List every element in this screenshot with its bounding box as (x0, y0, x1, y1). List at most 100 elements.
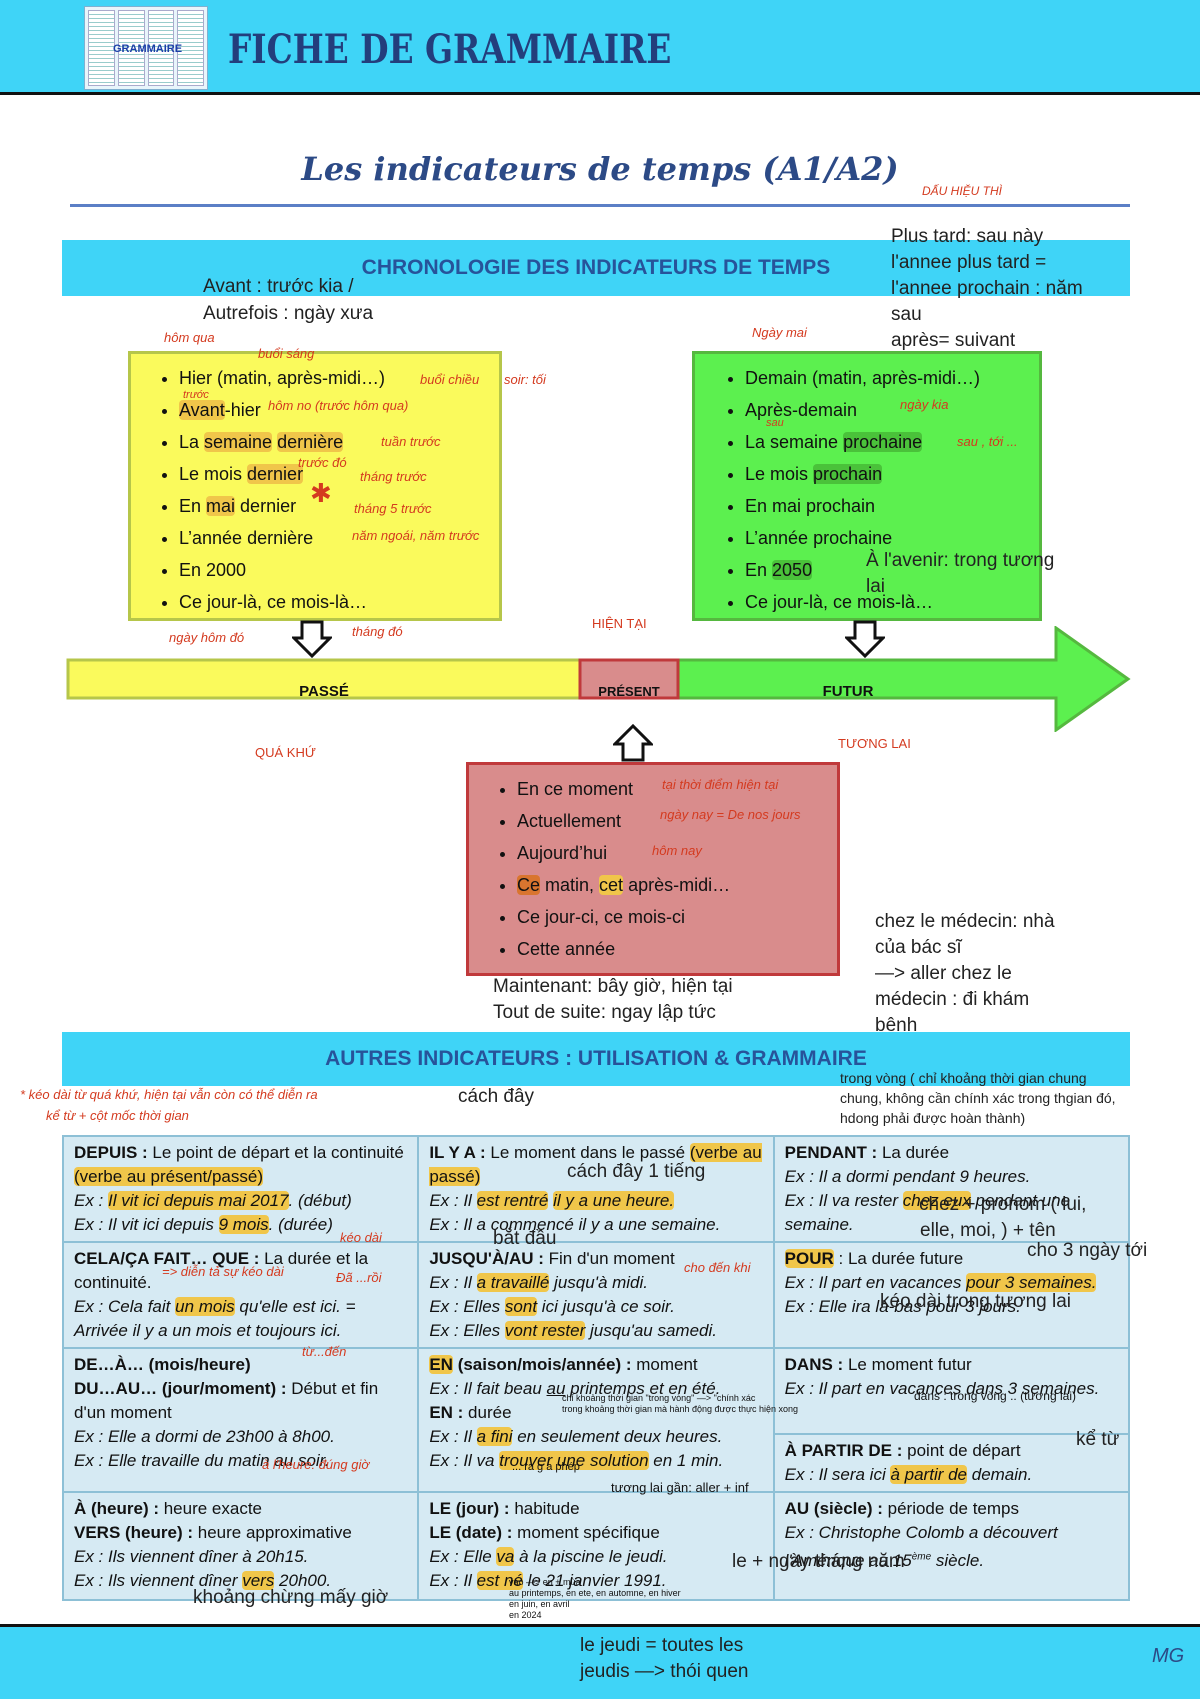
title-note: DẤU HIỆU THÌ (922, 184, 1003, 198)
note-plustard-4: après= suivant (891, 330, 1016, 351)
note-hientai: HIỆN TẠI (592, 616, 647, 631)
timeline-arrow (66, 626, 1131, 732)
past-item: Hier (matin, après-midi…) (179, 362, 499, 394)
note-keodaitu: * kéo dài từ quá khứ, hiện tại vẫn còn c… (20, 1087, 318, 1102)
note-plustard-1: l'annee plus tard = (891, 252, 1047, 273)
note-tuonglai: TƯƠNG LAI (838, 736, 911, 751)
note-medecin-0: chez le médecin: nhà (875, 911, 1055, 932)
past-box: Hier (matin, après-midi…) Avant-hier La … (128, 351, 502, 621)
note-medecin-3: médecin : đi khám (875, 989, 1030, 1010)
future-item: En 2050 (745, 554, 1039, 586)
note-plustard-3: sau (891, 304, 922, 325)
note-keodai-tl: kéo dài trong tương lai (880, 1291, 1072, 1312)
note-namngoai: năm ngoái, năm trước (352, 528, 480, 543)
note-medecin-1: của bác sĩ (875, 937, 962, 958)
note-ketu: kể từ (1076, 1429, 1120, 1450)
footer-bar: le jeudi = toutes les jeudis —> thói que… (0, 1624, 1200, 1699)
present-item: Ce jour-ci, ce mois-ci (517, 901, 837, 933)
note-maintenant: Maintenant: bây giờ, hiện tại (493, 976, 733, 997)
present-item: Cette année (517, 933, 837, 965)
note-lejeudi: le jeudi = toutes les (580, 1635, 744, 1656)
present-item: En ce moment (517, 773, 837, 805)
note-keodai: kéo dài (340, 1230, 382, 1245)
note-medecin-2: —> aller chez le (875, 963, 1012, 984)
present-item: Actuellement (517, 805, 837, 837)
past-item: Le mois dernier (179, 458, 499, 490)
note-toutdesuite: Tout de suite: ngay lập tức (493, 1002, 716, 1023)
note-lejeudi-2: jeudis —> thói quen (580, 1661, 749, 1682)
cell-depuis: DEPUIS : Le point de départ et la contin… (61, 1135, 420, 1243)
future-item: En mai prochain (745, 490, 1039, 522)
note-autrefois: Autrefois : ngày xưa (203, 303, 374, 324)
note-thangtruoc: tháng trước (360, 469, 427, 484)
future-box: Demain (matin, après-midi…) Après-demain… (692, 351, 1042, 621)
future-item: Après-demain (745, 394, 1039, 426)
tiny-trongvong: chỉ khoảng thời gian "trong vòng" —> "ch… (562, 1393, 756, 1403)
future-item: L’année prochaine (745, 522, 1039, 554)
past-item: Avant-hier (179, 394, 499, 426)
header-bar: GRAMMAIRE FICHE DE GRAMMAIRE (0, 0, 1200, 95)
note-truoc: trước (183, 389, 209, 401)
present-box: En ce moment Actuellement Aujourd’hui Ce… (466, 762, 840, 976)
note-homnay: hôm nay (652, 843, 702, 858)
arrow-up-present-icon (613, 724, 653, 762)
note-aheure: à l'heure: đúng giờ (262, 1457, 370, 1472)
note-soir: soir: tối (504, 372, 546, 387)
note-ngaynay: ngày nay = De nos jours (660, 807, 801, 822)
present-item: Aujourd’hui (517, 837, 837, 869)
tiny-raphep: ... ra g a phép (512, 1461, 580, 1473)
note-dienta: => diễn tả sự kéo dài (162, 1264, 284, 1279)
cell-cela: CELA/ÇA FAIT… QUE : La durée et la conti… (61, 1241, 420, 1349)
past-item: En mai dernier (179, 490, 499, 522)
past-item: L’année dernière (179, 522, 499, 554)
cell-ilya: IL Y A : Le moment dans le passé (verbe … (417, 1135, 775, 1243)
tiny-trongvong-2: trong khoảng thời gian mà hành động được… (562, 1404, 799, 1414)
present-item: Ce matin, cet après-midi… (517, 869, 837, 901)
note-tuden: từ...đến (302, 1344, 347, 1359)
future-item: Le mois prochain (745, 458, 1039, 490)
note-batdau: bắt đầu (493, 1228, 557, 1249)
future-item: Ce jour-là, ce mois-là… (745, 586, 1039, 618)
title-rule (70, 204, 1130, 207)
tiny-dans: dans : trong vòng .. (tương lai) (914, 1389, 1076, 1403)
note-plustard-0: Plus tard: sau này (891, 226, 1044, 247)
note-buoichieu: buổi chiều (420, 372, 480, 387)
annotation-star-icon: ✱ (310, 478, 332, 508)
note-chodenkhi: cho đến khi (684, 1260, 751, 1275)
section-chronologie: CHRONOLOGIE DES INDICATEURS DE TEMPS (62, 240, 1130, 296)
author-initials: MG (1152, 1645, 1185, 1667)
note-quakhu: QUÁ KHỨ (255, 745, 316, 760)
note-thangdo: tháng đó (352, 624, 403, 639)
note-avenir: À l'avenir: trong tương (866, 550, 1055, 571)
past-item: En 2000 (179, 554, 499, 586)
note-medecin-4: bệnh (875, 1015, 918, 1036)
note-chez-2: elle, moi, ) + tên (920, 1220, 1056, 1241)
note-tuantruoc: tuần trước (381, 434, 441, 449)
section-autres: AUTRES INDICATEURS : UTILISATION & GRAMM… (62, 1032, 1130, 1086)
note-sau: sau (766, 417, 784, 429)
timeline-future: FUTUR (822, 683, 874, 700)
note-thang5: tháng 5 trước (354, 501, 432, 516)
usage-grid: DEPUIS : Le point de départ et la contin… (61, 1135, 1131, 1601)
note-khoang: khoảng chừng mấy giờ (193, 1587, 389, 1608)
note-cachday: cách đây (458, 1086, 535, 1107)
note-daroi: Đã ...rồi (336, 1270, 382, 1285)
note-homqua: hôm qua (164, 330, 215, 345)
arrow-down-past-icon (292, 620, 332, 658)
header-title: FICHE DE GRAMMAIRE (228, 26, 672, 73)
page-title: Les indicateurs de temps (A1/A2) (301, 150, 899, 188)
note-truocdo: trước đó (298, 455, 347, 470)
future-item: La semaine prochaine (745, 426, 1039, 458)
note-buoisang: buổi sáng (258, 346, 315, 361)
note-cho3: cho 3 ngày tới (1027, 1240, 1148, 1261)
past-item: La semaine dernière (179, 426, 499, 458)
